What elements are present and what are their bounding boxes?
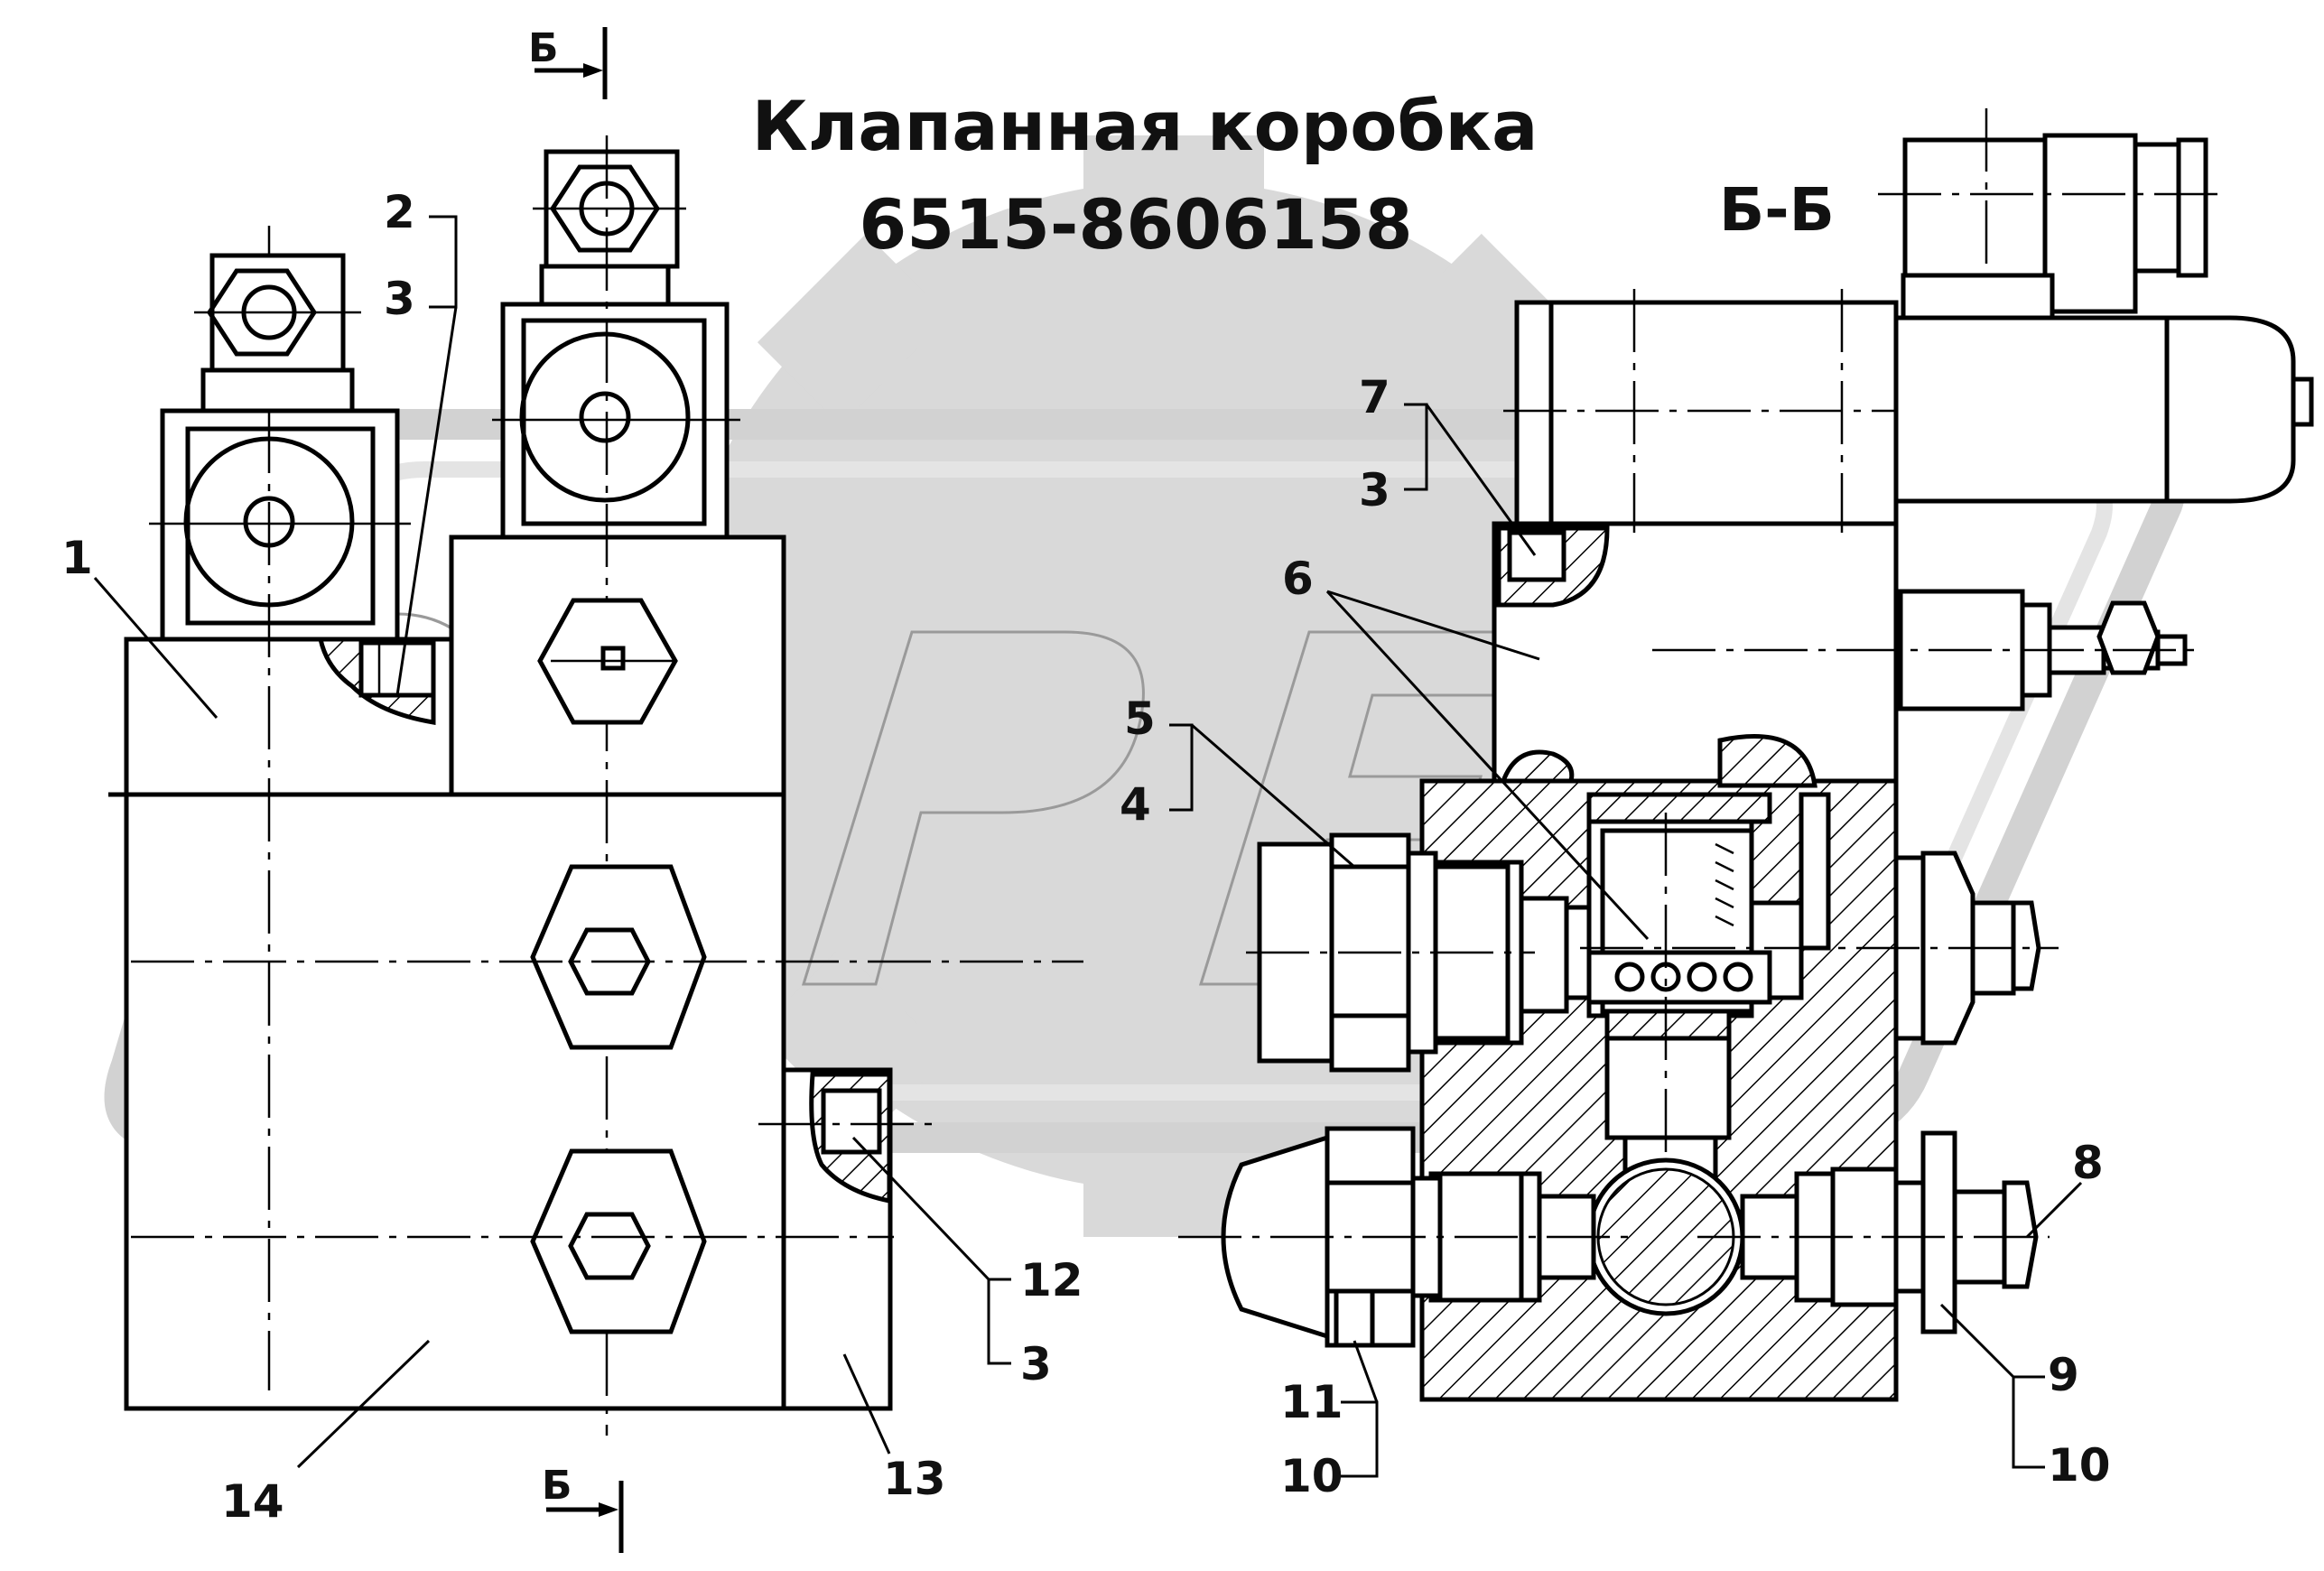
section-cut-bottom: Б <box>542 1463 624 1553</box>
callout-6: 6 <box>1282 553 1314 605</box>
callout-5: 5 <box>1124 693 1156 745</box>
svg-text:Б: Б <box>528 25 559 71</box>
callout-10-right: 10 <box>2048 1439 2111 1492</box>
section-label: Б-Б <box>1719 175 1835 245</box>
drawing-title: Клапанная коробка <box>752 86 1538 166</box>
spring <box>1715 842 1734 927</box>
part-number: 6515-8606158 <box>859 184 1412 265</box>
callout-3-section: 3 <box>1359 464 1390 516</box>
callout-9: 9 <box>2048 1349 2079 1401</box>
hex-plug-upper <box>530 864 707 1050</box>
section-view <box>1178 108 2314 1402</box>
callout-numbers: 1 2 3 14 13 12 3 7 3 6 5 4 8 9 10 11 10 <box>61 186 2111 1528</box>
left-fitting-upper <box>1246 832 1535 1073</box>
hex-plug-lower <box>530 1148 707 1334</box>
callout-2: 2 <box>384 186 415 238</box>
solenoid-right <box>492 135 740 1436</box>
right-fitting-lower <box>1697 1130 2050 1334</box>
callout-11: 11 <box>1280 1376 1343 1428</box>
valve-body <box>124 792 786 1411</box>
svg-text:Б: Б <box>542 1463 572 1509</box>
callout-12: 12 <box>1020 1254 1083 1306</box>
callout-14: 14 <box>221 1475 284 1528</box>
front-view: Б Б <box>108 25 1083 1553</box>
callout-10-left: 10 <box>1280 1450 1343 1502</box>
callout-4: 4 <box>1120 778 1151 831</box>
solenoid-left <box>149 226 411 1390</box>
callout-1: 1 <box>61 532 93 584</box>
callout-8: 8 <box>2072 1137 2104 1189</box>
callout-3-upper: 3 <box>384 273 415 325</box>
right-fitting-middle <box>1580 851 2059 1046</box>
callout-7: 7 <box>1359 371 1390 423</box>
left-fitting-lower <box>1178 1126 1634 1348</box>
section-cut-top: Б <box>528 25 608 99</box>
callout-3-side: 3 <box>1020 1338 1052 1390</box>
callout-13: 13 <box>883 1453 946 1505</box>
leader-lines <box>93 215 2083 1478</box>
coil <box>1514 300 1899 526</box>
